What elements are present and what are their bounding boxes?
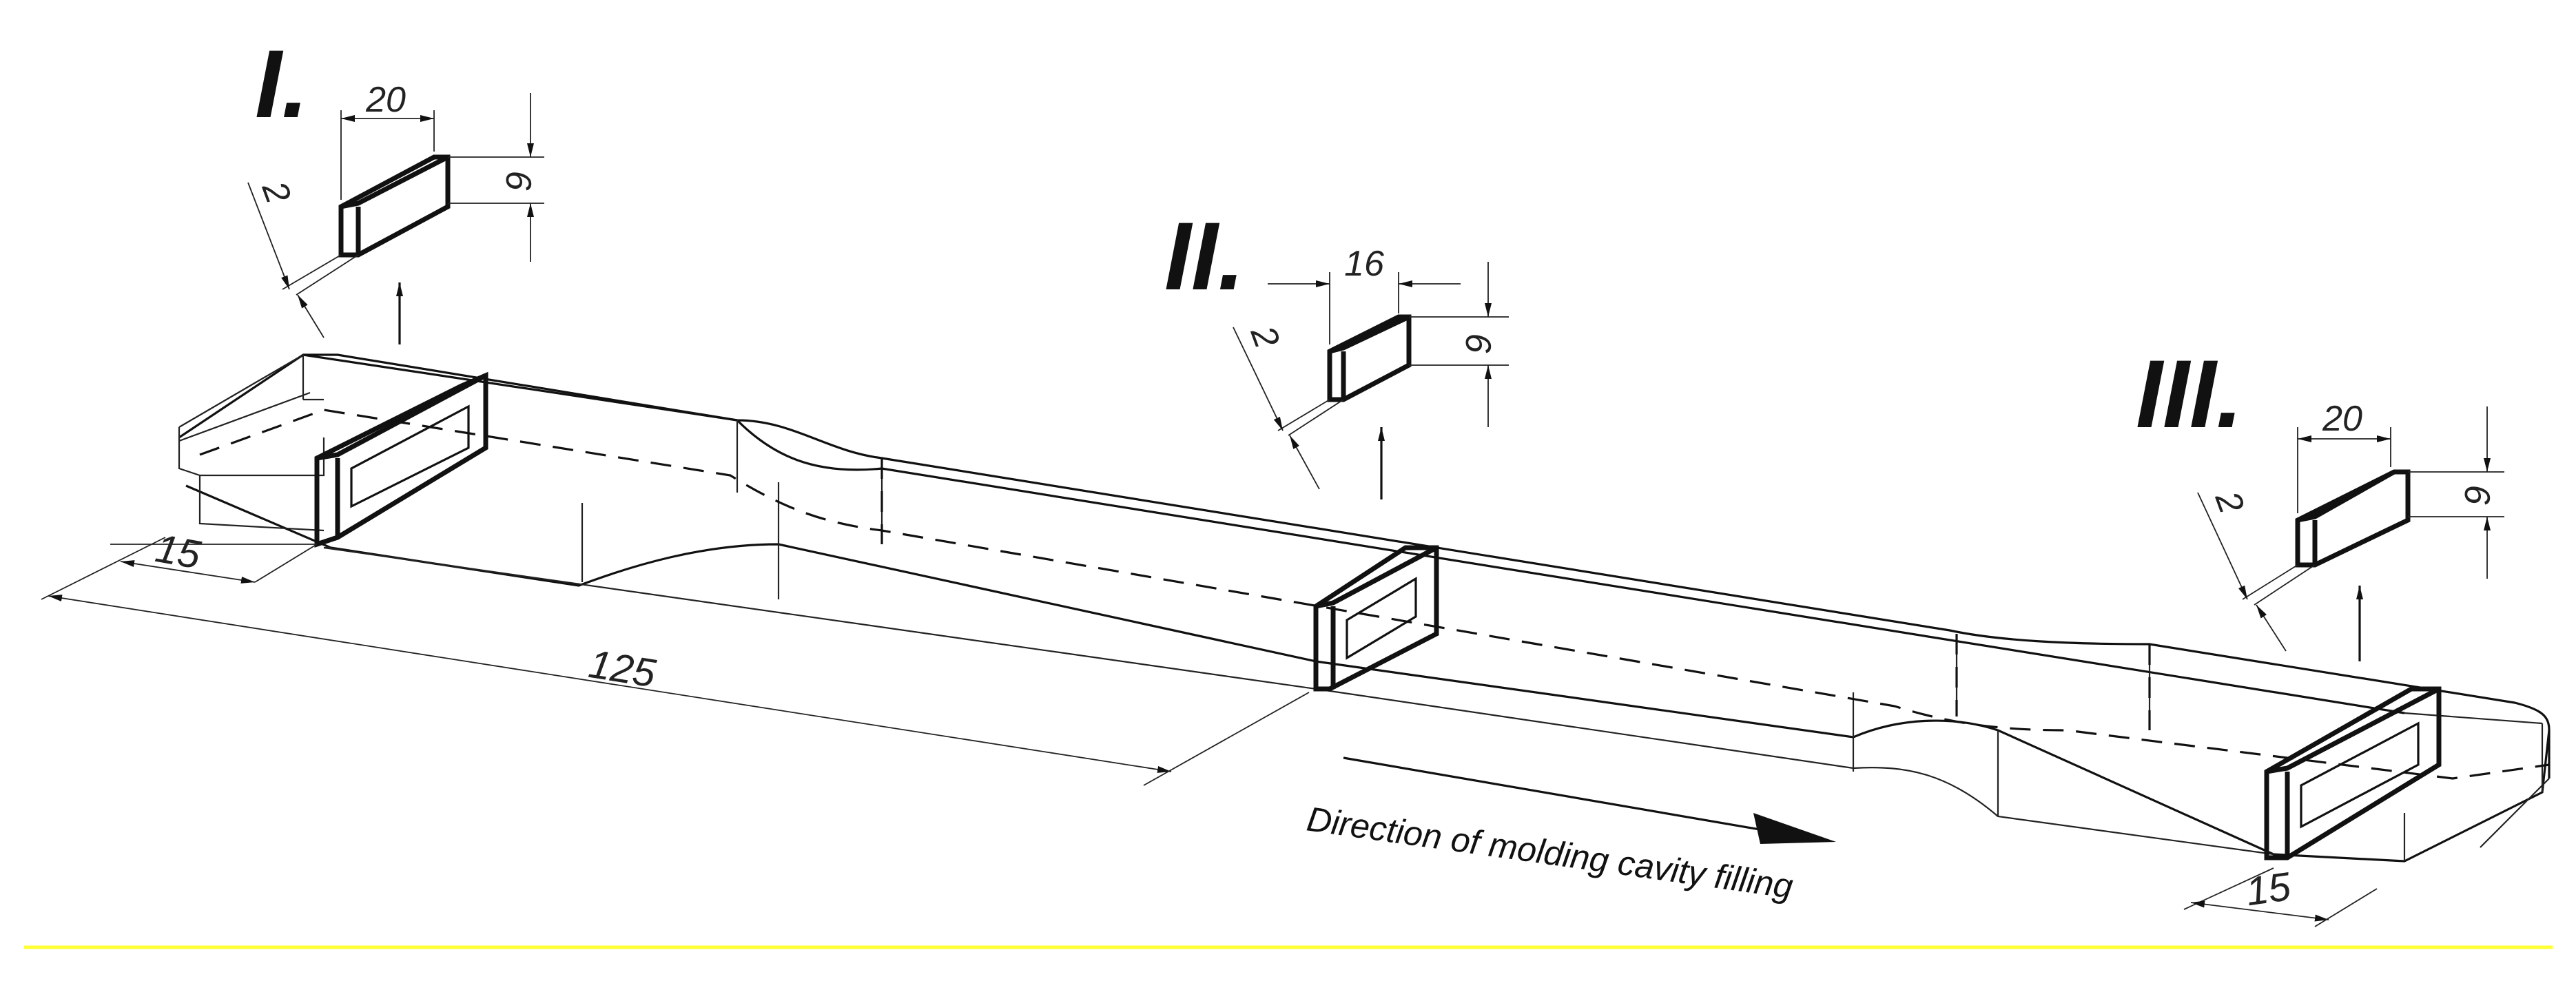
section-III-height-label: 6 [2457, 485, 2497, 505]
bottom-far-edge [323, 546, 2274, 856]
hidden-vertical-right [1955, 634, 2151, 730]
right-end-width-label: 15 [2243, 864, 2294, 914]
section-I-label: I. [255, 30, 309, 138]
total-length-label: 125 [586, 641, 659, 696]
left-end-block [178, 353, 325, 532]
top-back-edge [303, 353, 2551, 778]
section-II-label: II. [1164, 202, 1245, 310]
dimension-right-end: 15 [2183, 864, 2378, 927]
flow-direction-arrow [1343, 756, 1836, 844]
top-front-edge [178, 353, 2405, 714]
right-end-block [2403, 712, 2550, 861]
section-I-cross-section-box [338, 154, 451, 258]
section-II-depth-label: 2 [1242, 320, 1287, 353]
dimension-total-length: 125 [41, 537, 1310, 786]
section-I-depth-label: 2 [254, 176, 298, 209]
section-III-label: III. [2136, 340, 2243, 448]
dimension-left-end: 15 [110, 526, 318, 584]
section-detail-III: III. 20 6 2 [2136, 340, 2504, 661]
section-I-height-label: 6 [498, 171, 538, 191]
section-frame-II-on-body [1313, 545, 1439, 692]
left-end-width-label: 15 [152, 526, 205, 577]
section-III-cross-section-box [2295, 469, 2411, 568]
section-II-cross-section-box [1327, 314, 1412, 402]
flow-direction-caption: Direction of molding cavity filling [1304, 799, 1795, 905]
section-frame-III-on-body [2264, 686, 2442, 860]
section-I-width-label: 20 [365, 80, 406, 120]
section-II-width-label: 16 [1344, 244, 1384, 284]
section-detail-II: II. 16 6 2 [1164, 202, 1509, 499]
section-detail-I: I. 20 6 2 [247, 30, 544, 344]
section-II-height-label: 6 [1458, 333, 1498, 353]
section-III-width-label: 20 [2322, 399, 2362, 439]
section-III-depth-label: 2 [2207, 486, 2252, 519]
section-frame-I-on-body [314, 371, 488, 548]
hidden-centerline [199, 409, 2550, 780]
